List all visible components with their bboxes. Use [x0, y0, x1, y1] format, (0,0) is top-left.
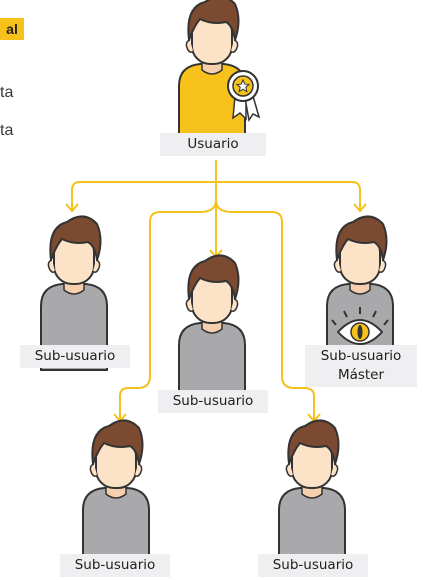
star-medal-icon	[227, 70, 261, 122]
sub-user-label-master: Sub-usuario Máster	[305, 345, 417, 387]
connectors	[71, 160, 361, 420]
root-user-label: Usuario	[160, 133, 266, 156]
side-text-line-1: ta	[0, 84, 14, 101]
connector-right-branch	[216, 181, 361, 210]
connector-bottom-right	[215, 199, 315, 420]
sub-user-label-bottom-left: Sub-usuario	[60, 554, 170, 577]
sub-user-label-left: Sub-usuario	[20, 345, 130, 368]
eye-icon	[331, 307, 389, 345]
connector-left-branch	[71, 181, 216, 210]
arrowhead-left	[65, 203, 79, 213]
sub-user-avatar-center	[178, 254, 246, 410]
side-heading: al	[0, 18, 24, 40]
arrowhead-right	[353, 203, 367, 213]
connector-bottom-left	[119, 199, 217, 420]
sub-user-label-bottom-right: Sub-usuario	[258, 554, 368, 577]
sub-user-avatar-bottom-right	[278, 419, 346, 575]
master-label-line-2: Máster	[337, 367, 385, 383]
sub-user-avatar-bottom-left	[82, 419, 150, 575]
side-text-line-2: ta	[0, 122, 14, 139]
sub-user-label-center: Sub-usuario	[158, 390, 268, 413]
